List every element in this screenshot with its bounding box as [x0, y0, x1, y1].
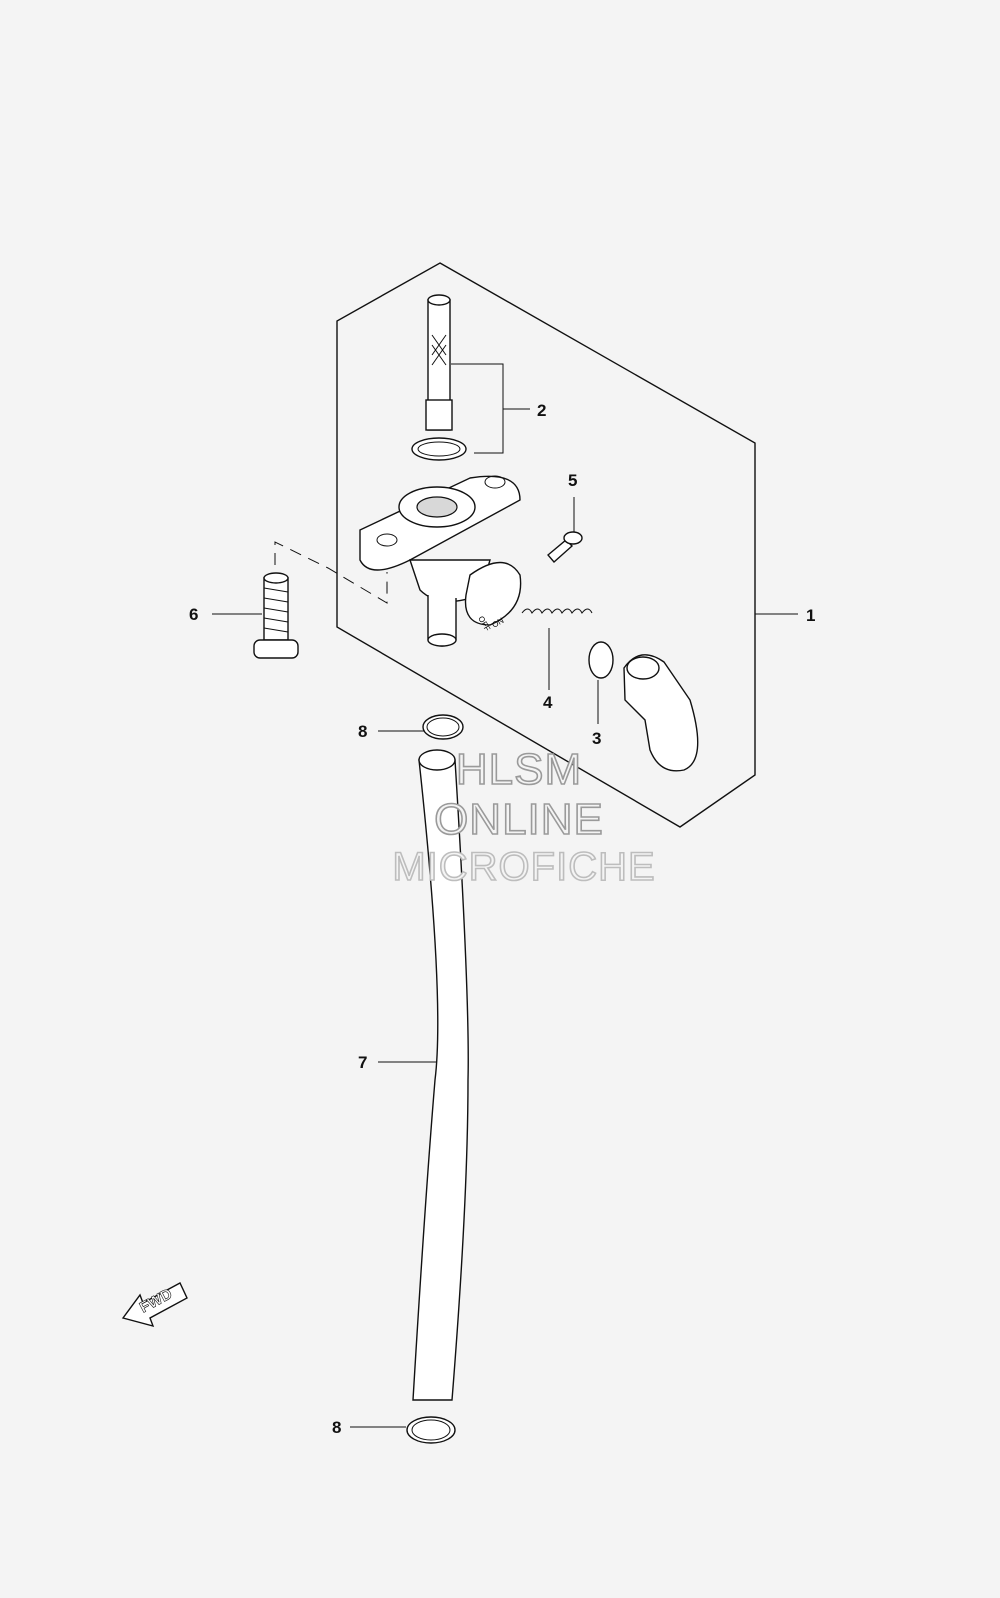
forward-arrow-icon: FWD	[121, 1282, 188, 1328]
fuel-cock-body[interactable]: OFF ON	[359, 475, 522, 647]
callout-8-lower: 8	[332, 1418, 341, 1437]
mounting-bolt[interactable]	[253, 572, 299, 659]
callout-6: 6	[189, 605, 198, 624]
callout-8-upper: 8	[358, 722, 367, 741]
watermark-line-2: ONLINE	[434, 795, 604, 844]
bolt-assembly-path	[274, 541, 388, 604]
leader-2	[451, 363, 530, 454]
fuel-filter[interactable]	[411, 294, 467, 461]
valve-spring[interactable]	[521, 608, 593, 614]
hose-clamp-upper[interactable]	[422, 714, 464, 740]
assembly-boundary	[336, 262, 756, 828]
fuel-cock-screw[interactable]	[547, 531, 583, 563]
fuel-hose[interactable]	[412, 759, 469, 1401]
watermark-line-1: HLSM	[456, 745, 582, 794]
watermark-line-3: MICROFICHE	[392, 845, 655, 889]
callout-4: 4	[543, 693, 553, 712]
callout-5: 5	[568, 471, 577, 490]
callout-7: 7	[358, 1053, 367, 1072]
callout-2: 2	[537, 401, 546, 420]
callout-3: 3	[592, 729, 601, 748]
callout-1: 1	[806, 606, 815, 625]
hose-clamp-lower[interactable]	[406, 1416, 456, 1444]
valve-o-ring[interactable]	[588, 641, 614, 679]
fuel-cock-lever[interactable]	[623, 654, 699, 772]
